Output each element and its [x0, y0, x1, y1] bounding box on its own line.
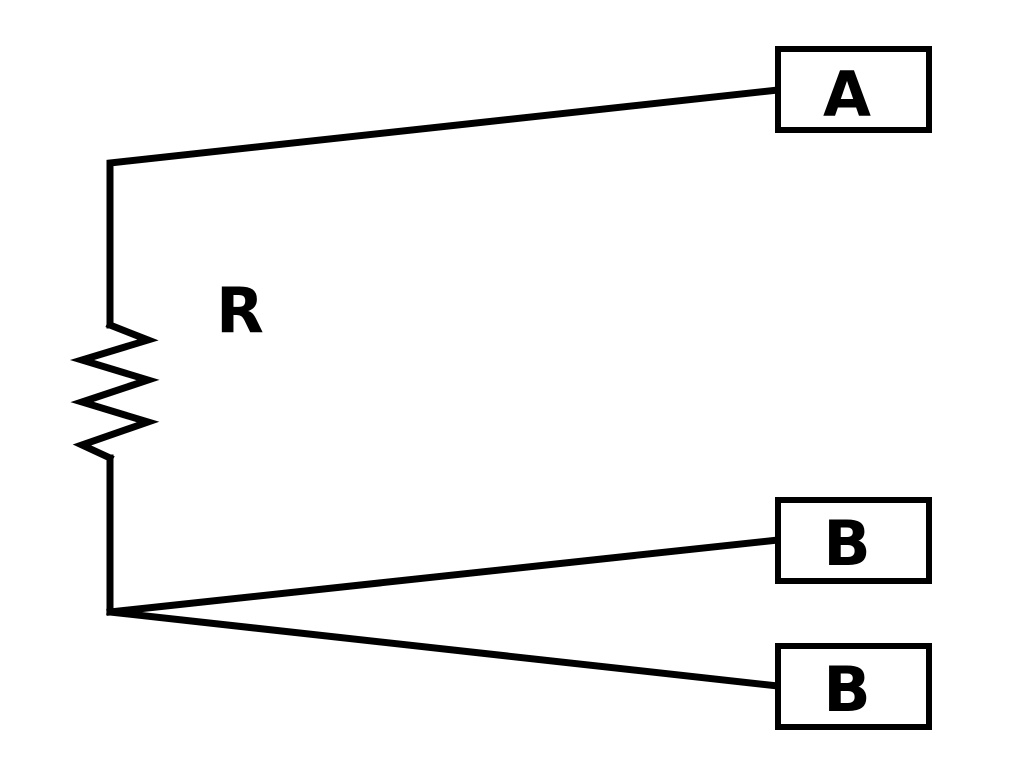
terminal-b-lower-label: B — [823, 653, 870, 726]
terminal-a-label: A — [823, 58, 871, 131]
wire-to-terminal-a — [106, 86, 782, 329]
terminal-b-upper-label: B — [823, 507, 870, 580]
terminal-b-upper: B — [775, 497, 932, 584]
resistor-symbol — [69, 320, 160, 463]
resistor-label: R — [216, 274, 264, 347]
terminal-a: A — [775, 46, 932, 133]
terminal-b-lower: B — [775, 643, 932, 730]
terminal-a-box — [775, 46, 932, 133]
wire-to-terminal-b-lower — [106, 608, 782, 690]
terminal-b-lower-box — [775, 643, 932, 730]
terminal-b-upper-box — [775, 497, 932, 584]
wire-to-terminal-b-upper — [106, 536, 782, 616]
